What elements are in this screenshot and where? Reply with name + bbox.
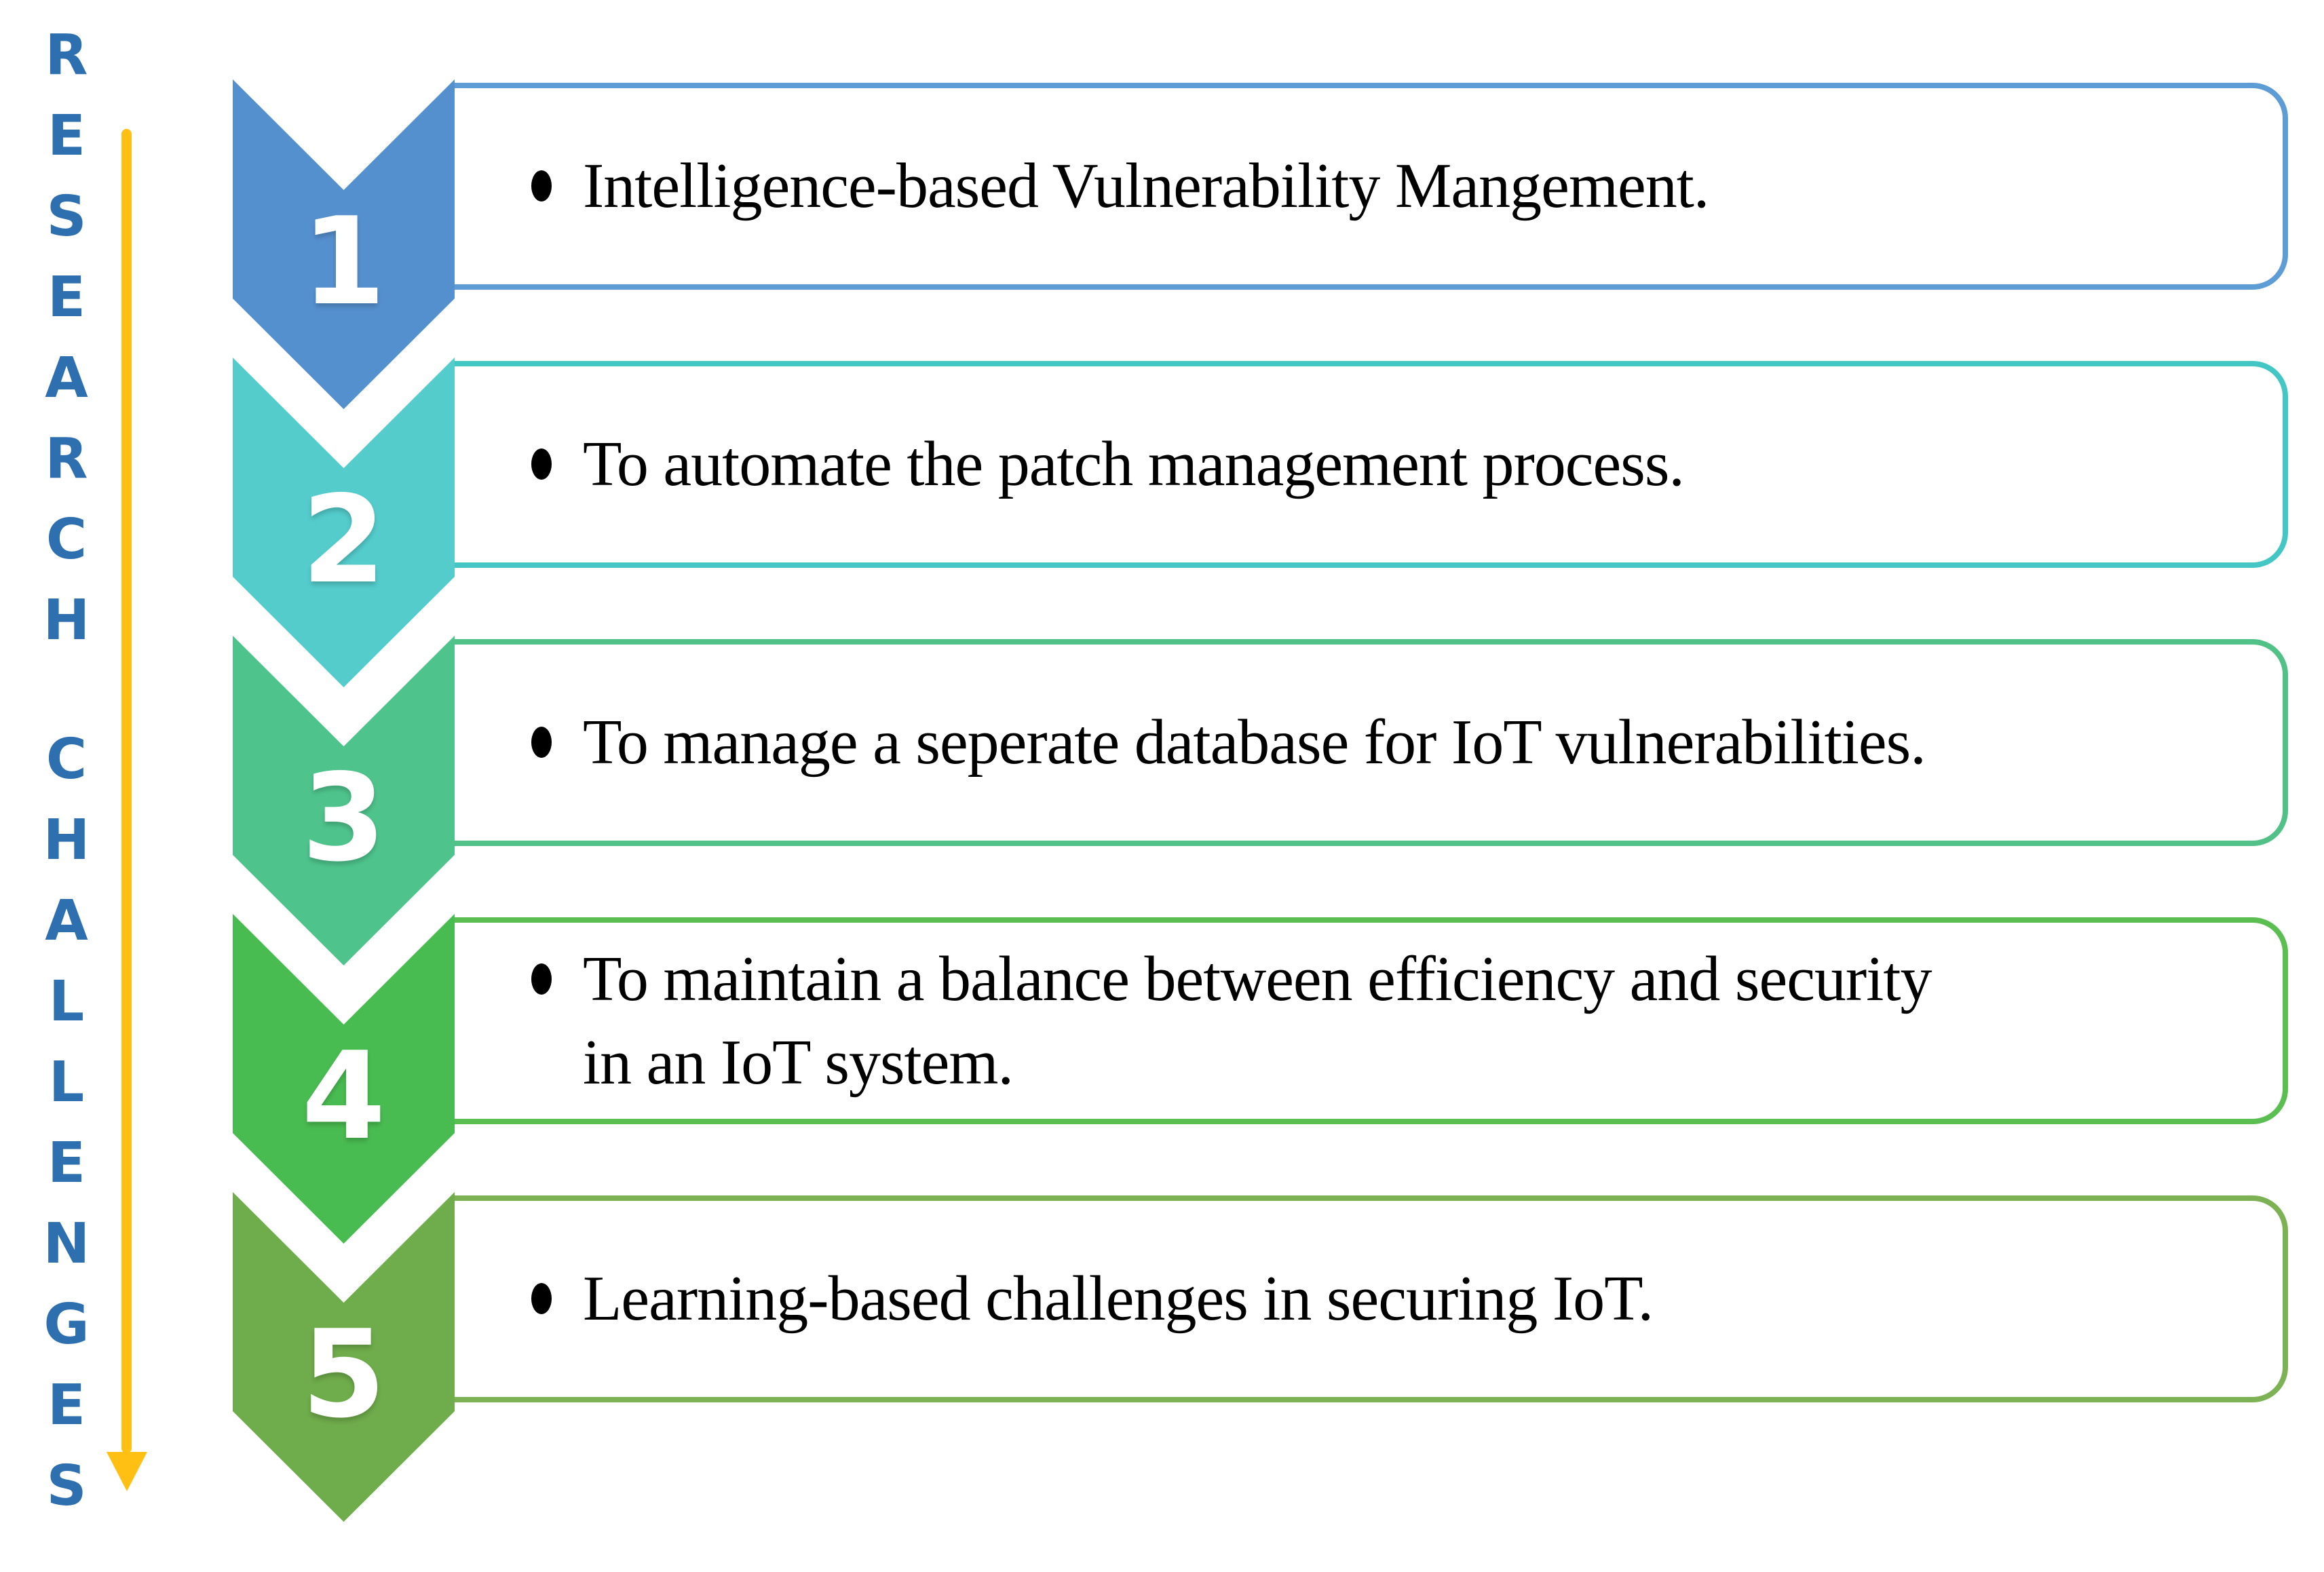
bullet-icon xyxy=(531,170,552,202)
vertical-letter: E xyxy=(47,104,85,168)
bullet-icon xyxy=(531,448,552,480)
chevron-5: 5 xyxy=(233,1192,455,1522)
chevron-4: 4 xyxy=(233,914,455,1244)
vertical-letter: L xyxy=(48,1050,85,1115)
chevron-3: 3 xyxy=(233,636,455,965)
item-box-2: To automate the patch management process… xyxy=(453,361,2288,568)
vertical-letter: R xyxy=(45,23,88,88)
vertical-letter: R xyxy=(45,427,88,491)
chevron-1: 1 xyxy=(233,79,455,409)
word-gap xyxy=(33,661,100,719)
chevron-shape xyxy=(233,1192,455,1522)
item-box-5: Learning-based challenges in securing Io… xyxy=(453,1195,2288,1402)
vertical-letter: E xyxy=(47,1131,85,1195)
vertical-letter: L xyxy=(48,970,85,1034)
chevron-polygon xyxy=(233,636,455,965)
item-content: To manage a seperate database for IoT vu… xyxy=(531,701,1926,784)
chevron-number-4: 4 xyxy=(301,1026,386,1166)
down-arrow-shaft xyxy=(121,129,132,1453)
chevron-polygon xyxy=(233,914,455,1244)
chevron-polygon xyxy=(233,358,455,687)
chevron-polygon xyxy=(233,79,455,409)
vertical-letter: H xyxy=(43,588,90,653)
item-box-3: To manage a seperate database for IoT vu… xyxy=(453,639,2288,846)
vertical-letter: N xyxy=(43,1212,90,1276)
down-arrow-head-icon xyxy=(107,1452,147,1491)
vertical-letter: C xyxy=(45,507,88,572)
chevron-2: 2 xyxy=(233,358,455,687)
vertical-letter: A xyxy=(45,346,88,410)
item-text-5: Learning-based challenges in securing Io… xyxy=(583,1263,1654,1335)
chevron-shape xyxy=(233,914,455,1244)
item-text-3: To manage a seperate database for IoT vu… xyxy=(583,707,1926,778)
item-text-2: To automate the patch management process… xyxy=(583,429,1685,500)
chevron-shape xyxy=(233,79,455,409)
item-box-4: To maintain a balance between efficiency… xyxy=(453,917,2288,1124)
vertical-letter: C xyxy=(45,727,88,792)
vertical-letter: H xyxy=(43,808,90,873)
bullet-icon xyxy=(531,727,552,759)
chevron-shape xyxy=(233,358,455,687)
vertical-letter: G xyxy=(43,1292,90,1357)
chevron-number-5: 5 xyxy=(301,1304,386,1444)
item-box-1: Intelligence-based Vulnerability Mangeme… xyxy=(453,83,2288,290)
item-content: To maintain a balance between efficiency… xyxy=(531,938,1932,1103)
bullet-icon xyxy=(531,1283,552,1315)
chevron-number-2: 2 xyxy=(301,469,386,610)
item-text-4: To maintain a balance between efficiency… xyxy=(583,944,1932,1098)
vertical-label: R E S E A R C H C H A L L E N G E S xyxy=(33,15,100,1527)
chevron-shape xyxy=(233,636,455,965)
vertical-letter: S xyxy=(46,185,87,249)
bullet-icon xyxy=(531,963,552,995)
vertical-letter: E xyxy=(47,1373,85,1438)
vertical-letter: A xyxy=(45,889,88,953)
item-content: Intelligence-based Vulnerability Mangeme… xyxy=(531,145,1709,227)
item-content: Learning-based challenges in securing Io… xyxy=(531,1257,1654,1340)
chevron-polygon xyxy=(233,1192,455,1522)
item-content: To automate the patch management process… xyxy=(531,423,1685,505)
chevron-number-3: 3 xyxy=(301,748,386,888)
vertical-letter: E xyxy=(47,265,85,330)
item-text-1: Intelligence-based Vulnerability Mangeme… xyxy=(583,151,1709,222)
vertical-letter: S xyxy=(46,1454,87,1518)
chevron-number-1: 1 xyxy=(301,191,386,332)
